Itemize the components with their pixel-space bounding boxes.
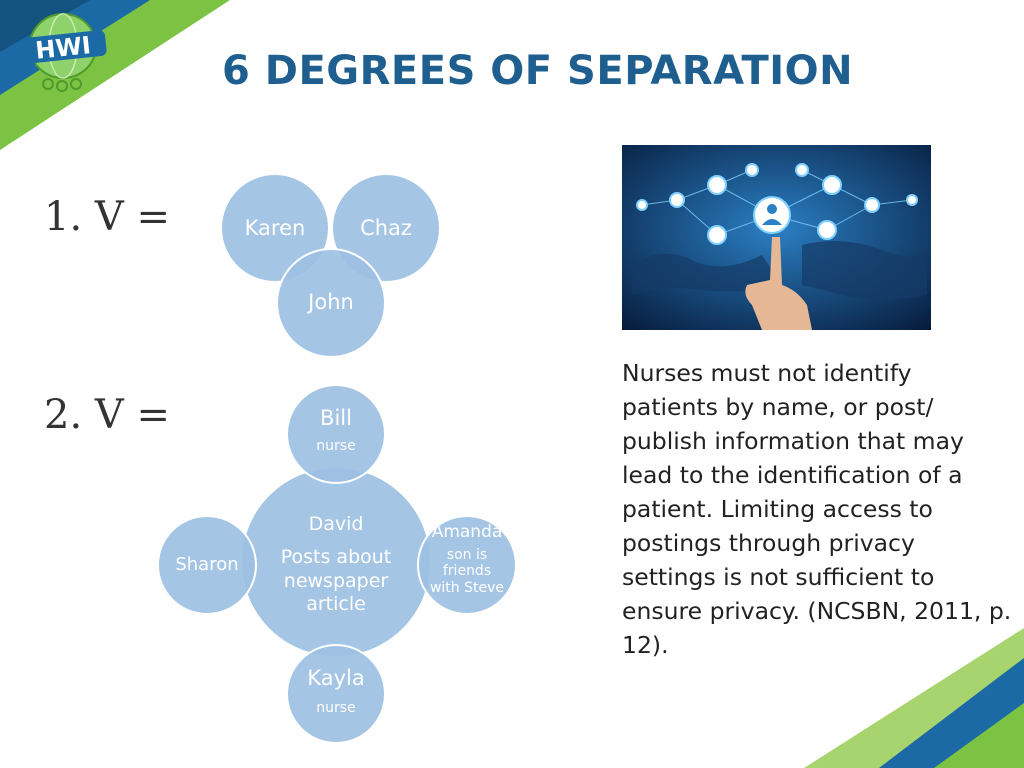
center-circle-david: David Posts about newspaper article [240,466,432,658]
circle-name: Amanda [431,522,503,542]
slide-title: 6 DEGREES OF SEPARATION [222,48,854,94]
circle-name: Kayla [307,666,365,690]
satellite-circle-bill: Bill nurse [286,384,386,484]
satellite-circle-sharon: Sharon [157,515,257,615]
venn-circle-john: John [276,248,386,358]
circle-name: John [308,290,354,314]
circle-note: nurse [316,438,356,455]
circle-name: David [308,513,364,535]
circle-name: Chaz [360,216,412,240]
circle-name: Bill [320,406,352,430]
social-network-touch-image [622,145,931,330]
satellite-circle-amanda: Amanda son is friends with Steve [417,515,517,615]
satellite-circle-kayla: Kayla nurse [286,644,386,744]
logo-text: HWI [34,31,92,65]
item1-label: 1. V = [44,194,170,240]
hwi-globe-logo: HWI [19,13,107,92]
body-text: Nurses must not identify patients by nam… [622,359,1012,659]
circle-note: nurse [316,700,356,717]
corner-stripes-bottom-right [804,628,1024,768]
item2-label: 2. V = [44,392,170,438]
circle-note: son is friends with Steve [429,546,505,597]
circle-name: Sharon [175,553,239,575]
circle-description: Posts about newspaper article [280,545,392,616]
circle-name: Karen [244,216,306,240]
